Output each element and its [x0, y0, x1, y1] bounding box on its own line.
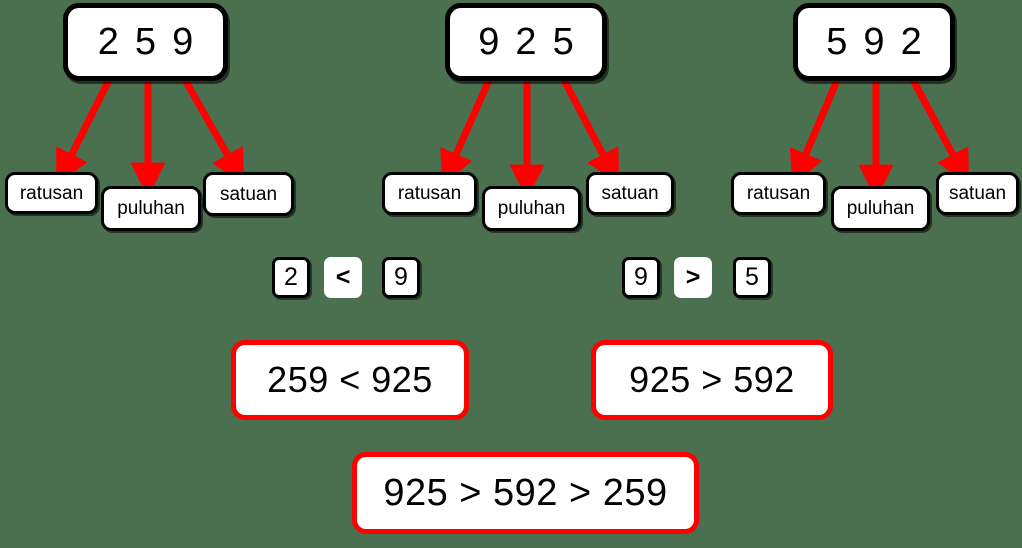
- compare-left-right-operand[interactable]: 9: [382, 257, 420, 298]
- result-box-left[interactable]: 259 < 925: [231, 340, 469, 420]
- number-card-259[interactable]: 2 5 9: [63, 3, 228, 81]
- place-label-puluhan-middle[interactable]: puluhan: [482, 186, 581, 231]
- digit-ones: 2: [900, 21, 922, 63]
- arrows-group-middle: [440, 76, 620, 200]
- place-label-satuan-left[interactable]: satuan: [203, 172, 294, 216]
- compare-right-right-operand[interactable]: 5: [733, 257, 771, 298]
- arrows-group-right: [789, 76, 970, 200]
- place-label-satuan-right[interactable]: satuan: [936, 172, 1019, 215]
- digit-tens: 2: [515, 21, 537, 63]
- arrows-group-left: [56, 76, 245, 198]
- digit-hundreds: 2: [97, 21, 119, 63]
- digit-ones: 9: [172, 21, 194, 63]
- digits-925: 9 2 5: [478, 23, 573, 61]
- compare-left-operator[interactable]: <: [324, 257, 362, 298]
- digit-tens: 9: [863, 21, 885, 63]
- compare-right-operand[interactable]: 9: [622, 257, 660, 298]
- result-box-right[interactable]: 925 > 592: [591, 340, 833, 420]
- digit-ones: 5: [552, 21, 574, 63]
- number-card-592[interactable]: 5 9 2: [793, 3, 955, 81]
- place-label-puluhan-right[interactable]: puluhan: [831, 186, 930, 231]
- compare-right-operator[interactable]: >: [674, 257, 712, 298]
- place-label-ratusan-left[interactable]: ratusan: [5, 172, 98, 214]
- digit-tens: 5: [134, 21, 157, 63]
- place-label-puluhan-left[interactable]: puluhan: [101, 186, 201, 231]
- compare-left-operand[interactable]: 2: [272, 257, 310, 298]
- digits-592: 5 9 2: [826, 23, 921, 61]
- place-label-ratusan-right[interactable]: ratusan: [731, 172, 826, 215]
- digit-hundreds: 9: [478, 21, 500, 63]
- digit-hundreds: 5: [826, 21, 848, 63]
- place-label-satuan-middle[interactable]: satuan: [586, 172, 674, 215]
- place-label-ratusan-middle[interactable]: ratusan: [382, 172, 477, 215]
- digits-259: 2 5 9: [98, 23, 193, 61]
- number-card-925[interactable]: 9 2 5: [445, 3, 607, 81]
- result-box-final[interactable]: 925 > 592 > 259: [352, 452, 699, 534]
